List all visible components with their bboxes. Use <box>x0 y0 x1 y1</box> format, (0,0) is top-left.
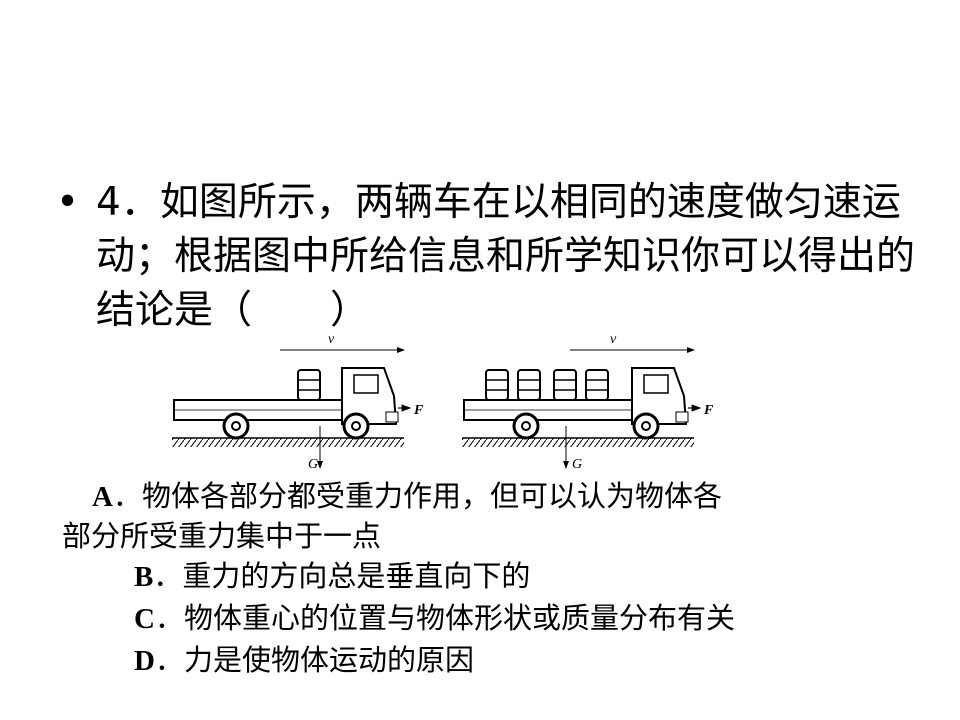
velocity-label: v <box>328 332 335 347</box>
option-b[interactable]: B．重力的方向总是垂直向下的 <box>134 556 530 597</box>
option-b-text: ．重力的方向总是垂直向下的 <box>153 559 531 593</box>
cab-window <box>643 374 669 394</box>
barrel <box>297 369 321 401</box>
two-trucks-figure: v F G v <box>172 332 714 472</box>
option-a[interactable]: A．物体各部分都受重力作用，但可以认为物体各 <box>92 476 722 517</box>
truck-left: v F G <box>172 332 424 472</box>
force-label: F <box>413 403 424 418</box>
question-stem: • 4．如图所示，两辆车在以相同的速度做匀速运动；根据图中所给信息和所学知识你可… <box>56 176 916 338</box>
barrel <box>517 369 541 401</box>
gravity-label: G <box>308 457 318 472</box>
ground-hatch <box>172 438 404 447</box>
velocity-label: v <box>610 332 617 347</box>
barrel <box>485 369 509 401</box>
option-c-text: ．物体重心的位置与物体形状或质量分布有关 <box>154 601 735 635</box>
option-b-letter: B <box>134 561 154 593</box>
option-d-text: ．力是使物体运动的原因 <box>154 643 474 677</box>
cab-window <box>353 374 379 394</box>
ground-hatch <box>462 438 694 447</box>
wheel <box>632 412 660 440</box>
force-label: F <box>703 403 714 418</box>
barrel <box>585 369 609 401</box>
wheel <box>342 412 370 440</box>
wheel <box>222 412 250 440</box>
option-d[interactable]: D．力是使物体运动的原因 <box>134 640 474 681</box>
option-d-letter: D <box>134 645 155 677</box>
option-a-letter: A <box>92 481 113 513</box>
option-c[interactable]: C．物体重心的位置与物体形状或质量分布有关 <box>134 598 735 639</box>
wheel <box>512 412 540 440</box>
option-a-continuation: 部分所受重力集中于一点 <box>62 519 382 553</box>
question-text: 4．如图所示，两辆车在以相同的速度做匀速运动；根据图中所给信息和所学知识你可以得… <box>96 180 916 333</box>
option-c-letter: C <box>134 603 155 635</box>
bullet-marker: • <box>56 180 80 225</box>
gravity-label: G <box>572 457 582 472</box>
barrel <box>553 369 577 401</box>
truck-right: v <box>462 332 714 472</box>
option-a-text-line1: ．物体各部分都受重力作用，但可以认为物体各 <box>112 479 722 513</box>
